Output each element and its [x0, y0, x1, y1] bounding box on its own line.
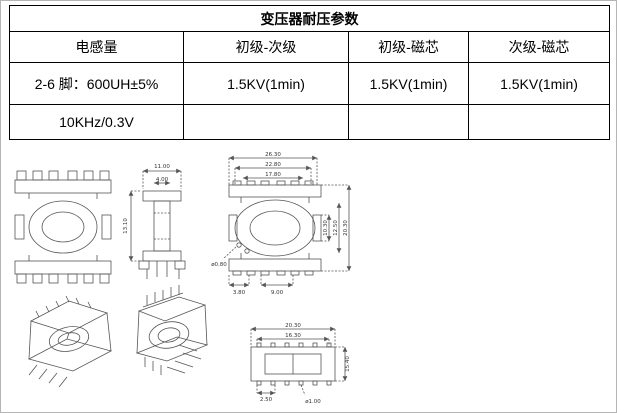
dimension-label: 11.00 [154, 164, 170, 170]
col-header-pri-core: 初级-磁芯 [348, 31, 469, 63]
dimension-label: 26.30 [265, 152, 281, 158]
dimension-label: 22.80 [265, 162, 281, 168]
dimension-label: 16.30 [285, 333, 301, 339]
dimension-label: 3.80 [233, 290, 246, 296]
drawing-bottom-view: 20.30 16.30 15.40 2.50 ø1.00 [250, 323, 351, 405]
dimension-label: 17.80 [265, 172, 281, 178]
cell-empty-2 [348, 104, 469, 140]
table-title: 变压器耐压参数 [9, 5, 610, 32]
drawing-front-view-small [14, 170, 112, 284]
cell-test-condition: 10KHz/0.3V [9, 104, 184, 140]
cell-pri-core-value: 1.5KV(1min) [348, 62, 469, 105]
drawing-isometric-view-1 [27, 295, 113, 388]
cell-sec-core-value: 1.5KV(1min) [468, 62, 610, 105]
dimension-label: 12.50 [333, 220, 339, 236]
cell-pri-sec-value: 1.5KV(1min) [183, 62, 349, 105]
dimension-label: 20.30 [285, 323, 301, 329]
iso-bobbin-outline [27, 295, 113, 388]
bottom-view-outline [250, 342, 336, 386]
cell-inductance-value: 2-6 脚：600UH±5% [9, 62, 184, 105]
bottom-view-dimensions [250, 326, 348, 396]
dimension-label: 4.00 [156, 177, 169, 183]
front-view-outline [228, 180, 322, 276]
front-view-bottom-dimensions [222, 242, 294, 288]
hole-diameter-note: ø0.80 [211, 262, 227, 268]
cell-empty-3 [468, 104, 610, 140]
side-view-dimensions [128, 168, 182, 262]
drawing-side-view: 11.00 4.00 13.10 [123, 164, 186, 279]
dimension-label: 20.30 [343, 220, 349, 236]
drawing-front-view-large: 26.30 22.80 17.80 10.30 12.50 20.30 [211, 152, 352, 296]
front-view-right-dimensions [321, 184, 352, 272]
dimension-label: 2.50 [260, 397, 273, 403]
col-header-sec-core: 次级-磁芯 [468, 31, 610, 63]
cell-empty-1 [183, 104, 349, 140]
front-view-top-dimensions [228, 155, 318, 185]
side-view-outline [138, 190, 186, 279]
drawing-isometric-view-2 [135, 285, 209, 375]
col-header-pri-sec: 初级-次级 [183, 31, 349, 63]
dimension-label: 13.10 [123, 218, 129, 234]
dimension-label: 15.40 [345, 356, 351, 372]
col-header-inductance: 电感量 [9, 31, 184, 63]
dimension-label: 9.00 [271, 290, 284, 296]
spec-table: 变压器耐压参数 电感量 初级-次级 初级-磁芯 次级-磁芯 2-6 脚：600U… [9, 5, 610, 140]
iso-bobbin-outline [135, 285, 209, 375]
bobbin-front-outline [14, 170, 112, 284]
dimension-label: 10.30 [323, 220, 329, 236]
pin-diameter-note: ø1.00 [305, 399, 321, 405]
